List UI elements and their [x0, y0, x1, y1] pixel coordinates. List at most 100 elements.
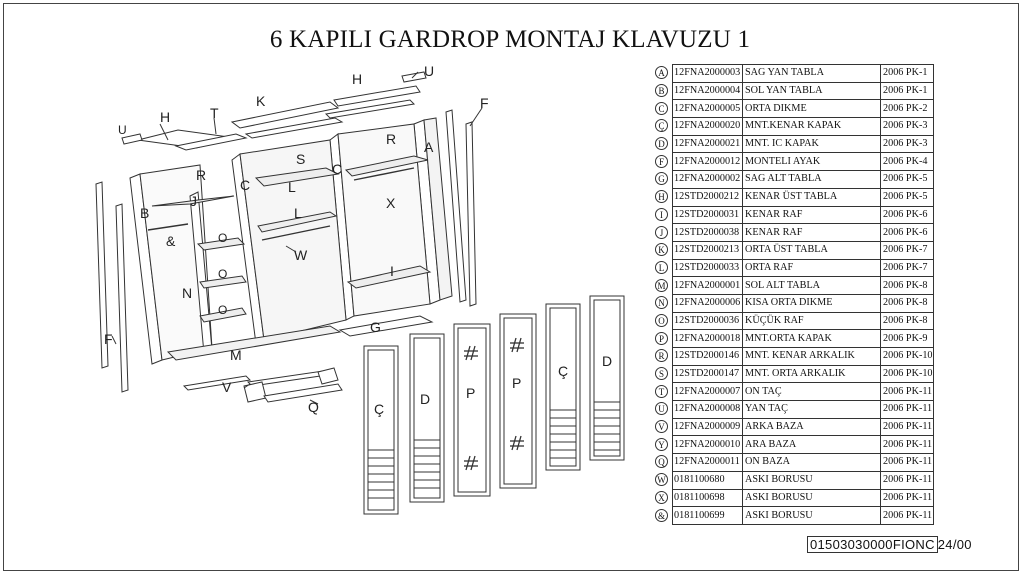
part-code: 12FNA2000008: [672, 400, 743, 419]
part-letter: I: [655, 207, 668, 221]
label-U2: U: [424, 63, 434, 79]
part-code: 12STD2000031: [672, 205, 743, 225]
part-name: ORTA ÜST TABLA: [742, 240, 881, 260]
label-L2: L: [294, 205, 302, 221]
part-letter: P: [655, 331, 668, 345]
part-page: 2006 PK-9: [880, 329, 934, 348]
part-letter: W: [655, 473, 668, 487]
part-code: 12FNA2000018: [672, 329, 743, 348]
part-name: ASKI BORUSU: [742, 506, 881, 525]
part-page: 2006 PK-6: [880, 223, 934, 242]
door-2: [409, 333, 445, 503]
part-name: MNT. IC KAPAK: [742, 134, 881, 154]
label-door6: D: [602, 353, 612, 369]
part-code: 12FNA2000010: [672, 435, 743, 455]
part-name: ARA BAZA: [742, 435, 881, 455]
part-letter: G: [655, 172, 668, 186]
part-code: 12FNA2000005: [672, 99, 743, 119]
part-letter: Q: [655, 455, 668, 469]
part-letter: Y: [655, 437, 668, 451]
part-name: ORTA DIKME: [742, 99, 881, 119]
part-code: 12STD2000038: [672, 223, 743, 242]
part-name: SAG YAN TABLA: [742, 64, 881, 83]
part-code: 12STD2000213: [672, 240, 743, 260]
part-code: 12FNA2000004: [672, 81, 743, 101]
label-C1: C: [240, 177, 250, 193]
part-code: 0181100699: [672, 506, 743, 525]
document-number-suffix: 24/00: [937, 537, 972, 552]
page-frame: [3, 3, 1019, 571]
part-letter: M: [655, 278, 668, 292]
mirror-marks: [464, 337, 524, 471]
part-page: 2006 PK-11: [880, 453, 934, 472]
part-letter-cell: D: [655, 135, 673, 153]
part-page: 2006 PK-1: [880, 81, 934, 101]
label-C2: C: [332, 161, 342, 177]
part-code: 12STD2000036: [672, 311, 743, 331]
hanging-rods: [147, 167, 415, 241]
label-O2: O: [218, 267, 227, 281]
part-code: 12FNA2000007: [672, 382, 743, 402]
part-page: 2006 PK-4: [880, 152, 934, 172]
part-letter: H: [655, 190, 668, 204]
part-page: 2006 PK-11: [880, 470, 934, 490]
part-letter-cell: S: [655, 365, 673, 383]
part-page: 2006 PK-3: [880, 134, 934, 154]
part-name: MNT.KENAR KAPAK: [742, 117, 881, 136]
part-name: YAN TAÇ: [742, 400, 881, 419]
label-O3: O: [218, 303, 227, 317]
shelves: [151, 155, 432, 323]
label-amp: &: [166, 233, 176, 249]
part-name: MNT. KENAR ARKALIK: [742, 347, 881, 366]
part-name: SOL YAN TABLA: [742, 81, 881, 101]
part-code: 0181100698: [672, 488, 743, 508]
part-letter: C: [655, 101, 668, 115]
part-page: 2006 PK-8: [880, 311, 934, 331]
part-letter-cell: O: [655, 312, 673, 330]
part-letter: R: [655, 349, 668, 363]
part-letter: D: [655, 137, 668, 151]
label-M: M: [230, 347, 242, 363]
label-H1: H: [160, 109, 170, 125]
door-3: [453, 323, 491, 497]
label-door5: Ç: [558, 363, 568, 379]
part-letter-cell: J: [655, 224, 673, 242]
label-J: J: [190, 193, 197, 209]
part-letter: K: [655, 243, 668, 257]
part-page: 2006 PK-7: [880, 240, 934, 260]
part-page: 2006 PK-8: [880, 276, 934, 295]
part-code: 12FNA2000002: [672, 170, 743, 189]
label-O1: O: [218, 231, 227, 245]
label-Q: Q: [308, 399, 319, 415]
base-pieces: [166, 315, 434, 403]
label-V: V: [222, 379, 232, 395]
part-letter: L: [655, 260, 668, 274]
part-code: 0181100680: [672, 470, 743, 490]
part-letter: F: [655, 154, 668, 168]
part-letter-cell: C: [655, 100, 673, 118]
part-name: KENAR ÜST TABLA: [742, 187, 881, 207]
part-letter-cell: G: [655, 171, 673, 189]
part-name: ON TAÇ: [742, 382, 881, 402]
leader-lines: [111, 71, 483, 405]
label-I: I: [390, 263, 394, 279]
label-F1: F: [480, 95, 489, 111]
part-letter-cell: V: [655, 418, 673, 436]
part-page: 2006 PK-6: [880, 205, 934, 225]
label-door3: P: [466, 385, 475, 401]
part-page: 2006 PK-7: [880, 258, 934, 278]
part-letter-cell: Y: [655, 436, 673, 454]
label-W: W: [294, 247, 308, 263]
part-page: 2006 PK-10: [880, 347, 934, 366]
part-page: 2006 PK-3: [880, 117, 934, 136]
part-letter-cell: U: [655, 401, 673, 419]
